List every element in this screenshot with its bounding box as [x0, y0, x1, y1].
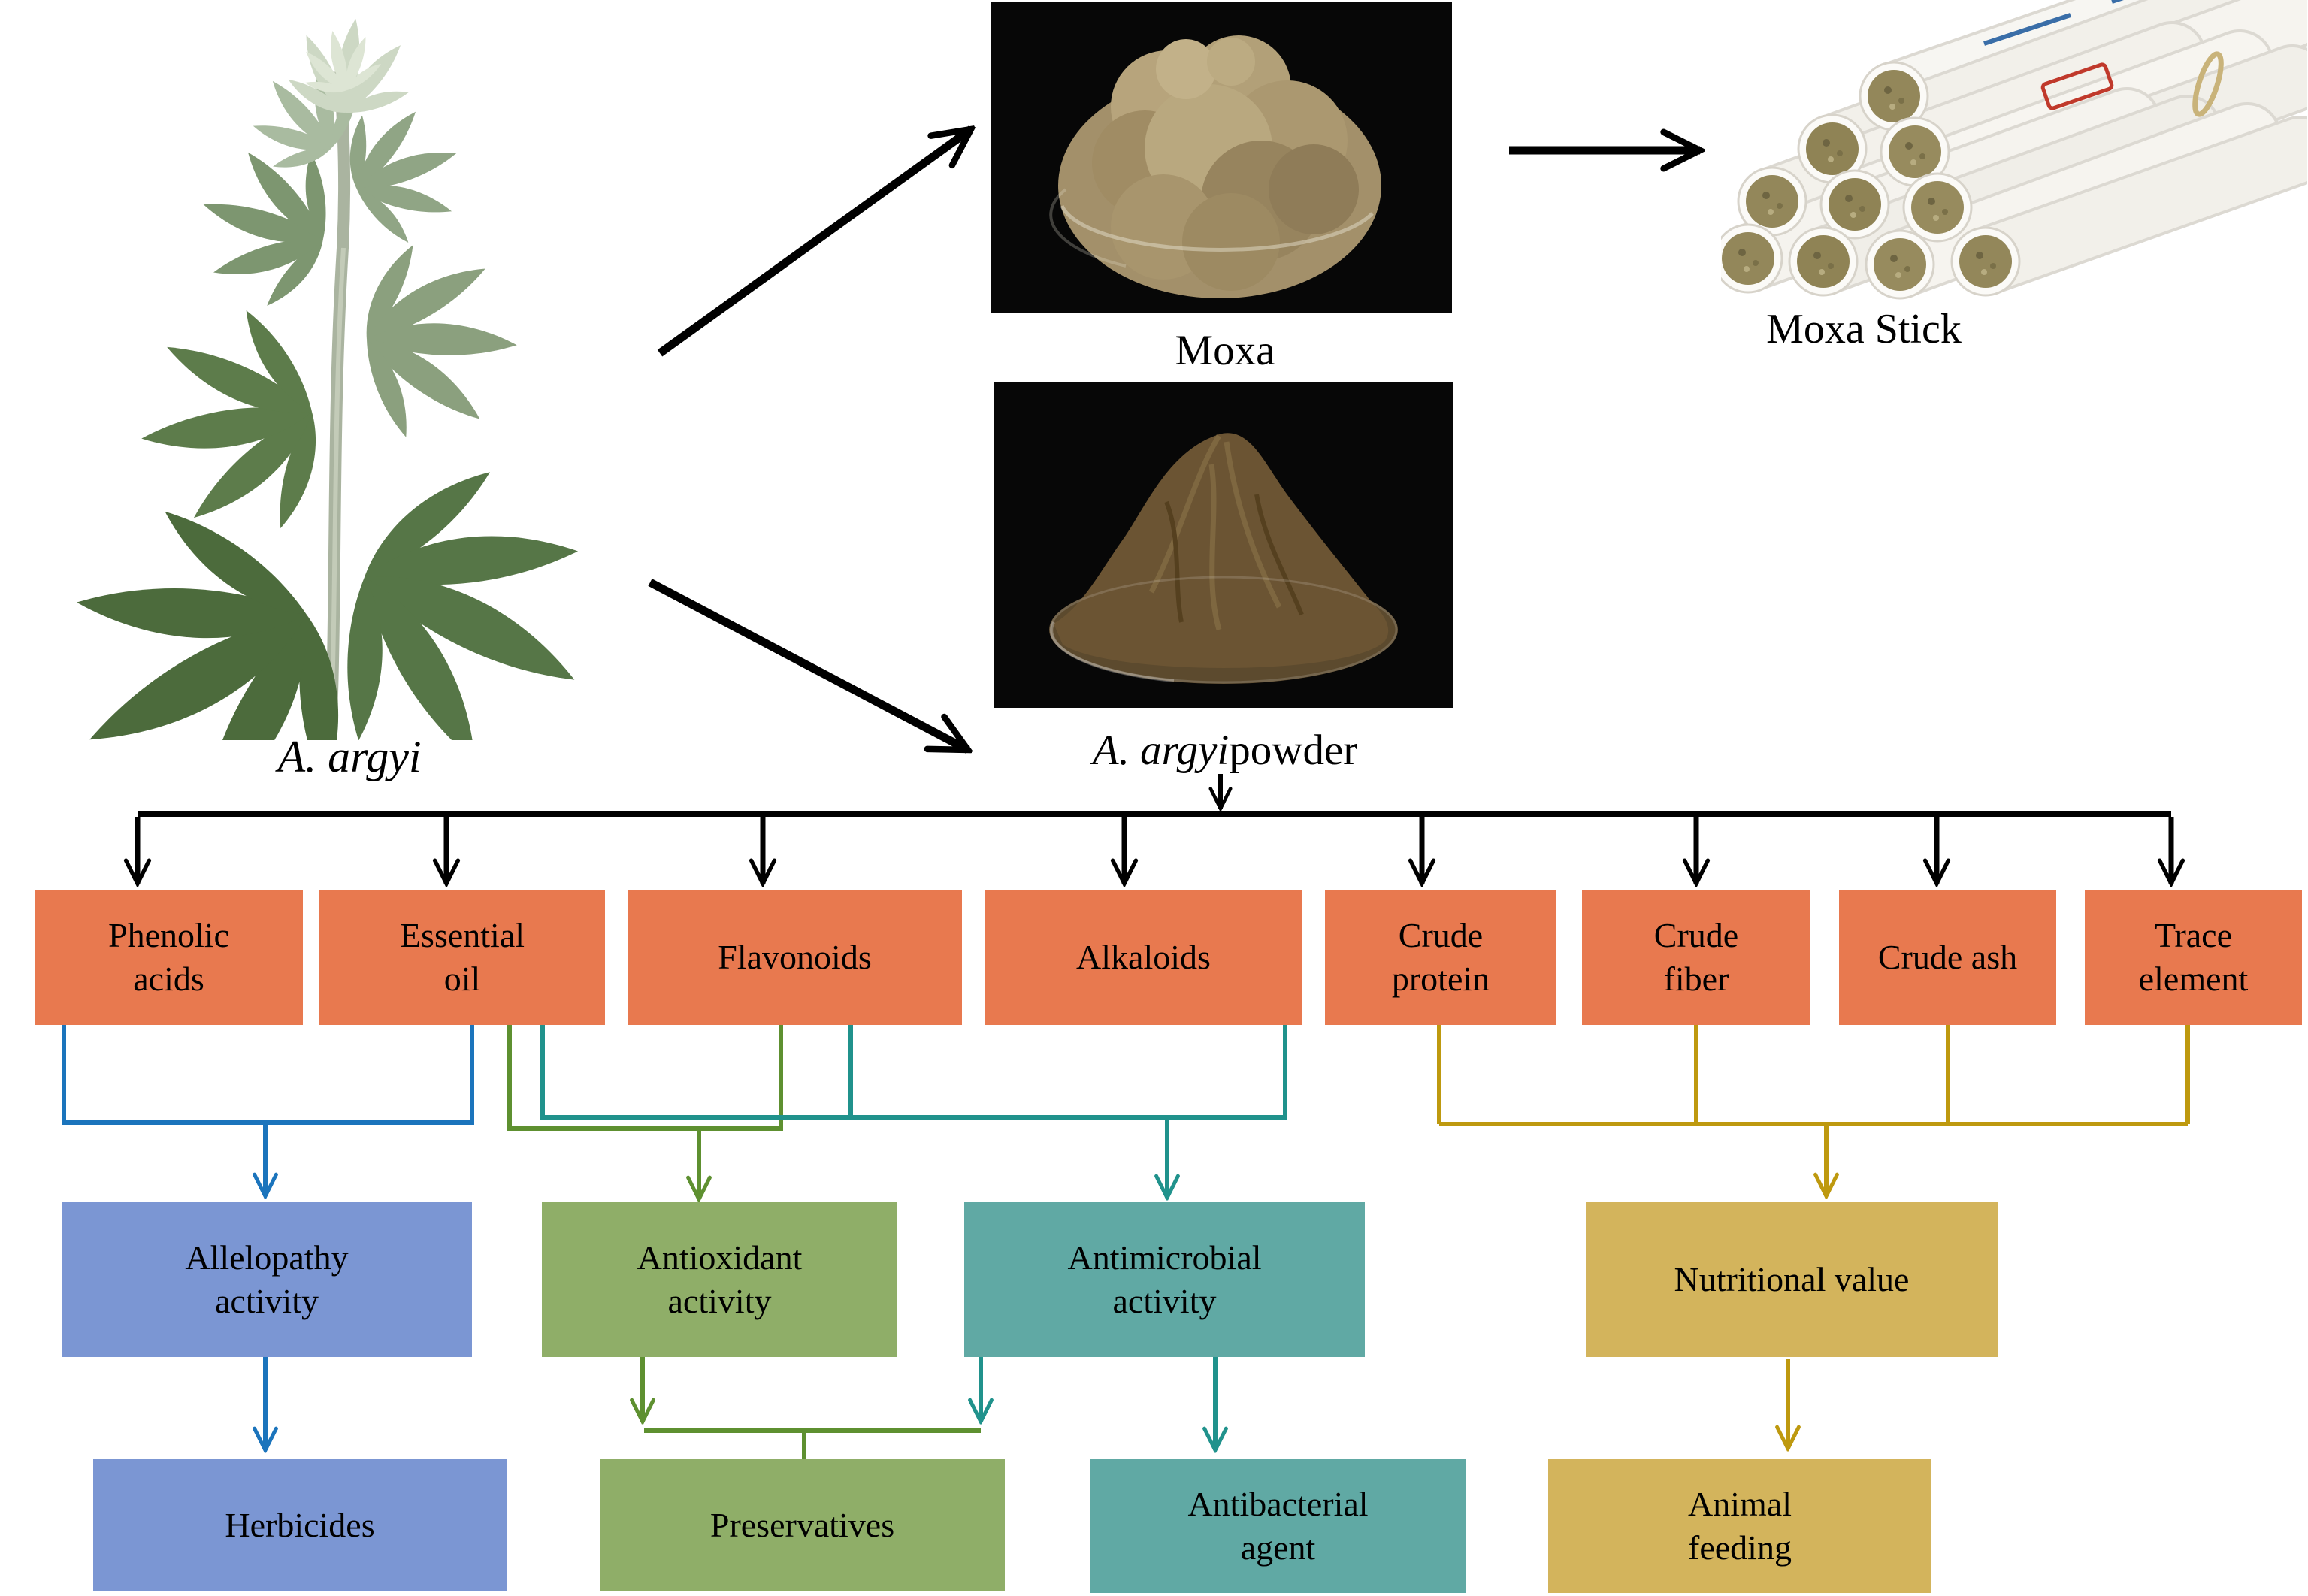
moxa-stick-illustration: [1721, 0, 2307, 300]
plant-photo: [8, 0, 676, 740]
component-box-crude-fiber: Crude fiber: [1582, 890, 1810, 1025]
component-box-trace-element: Trace element: [2085, 890, 2302, 1025]
activity-box-nutritional: Nutritional value: [1586, 1202, 1998, 1357]
component-box-essential-oil: Essential oil: [319, 890, 605, 1025]
powder-caption: A. argyi powder: [1092, 726, 1358, 774]
component-box-phenolic-acids: Phenolic acids: [35, 890, 303, 1025]
powder-photo: [994, 382, 1453, 708]
moxa-stick-photo: [1721, 0, 2307, 301]
component-box-crude-protein: Crude protein: [1325, 890, 1556, 1025]
application-box-animal-feeding: Animal feeding: [1548, 1459, 1931, 1593]
activity-box-antioxidant: Antioxidant activity: [542, 1202, 897, 1357]
moxa-stick-caption: Moxa Stick: [1766, 306, 1962, 352]
moxa-caption: Moxa: [1175, 326, 1275, 374]
application-box-herbicides: Herbicides: [93, 1459, 507, 1591]
plant-caption: A. argyi: [277, 731, 422, 781]
powder-illustration: [1049, 433, 1398, 684]
moxa-illustration: [1049, 35, 1381, 298]
component-box-alkaloids: Alkaloids: [985, 890, 1302, 1025]
activity-box-antimicrobial: Antimicrobial activity: [964, 1202, 1365, 1357]
activity-box-allelopathy: Allelopathy activity: [62, 1202, 472, 1357]
moxa-photo: [991, 2, 1452, 313]
application-box-antibacterial: Antibacterial agent: [1090, 1459, 1466, 1593]
plant-illustration: [8, 0, 676, 740]
component-box-flavonoids: Flavonoids: [628, 890, 962, 1025]
component-box-crude-ash: Crude ash: [1839, 890, 2056, 1025]
application-box-preservatives: Preservatives: [600, 1459, 1005, 1591]
